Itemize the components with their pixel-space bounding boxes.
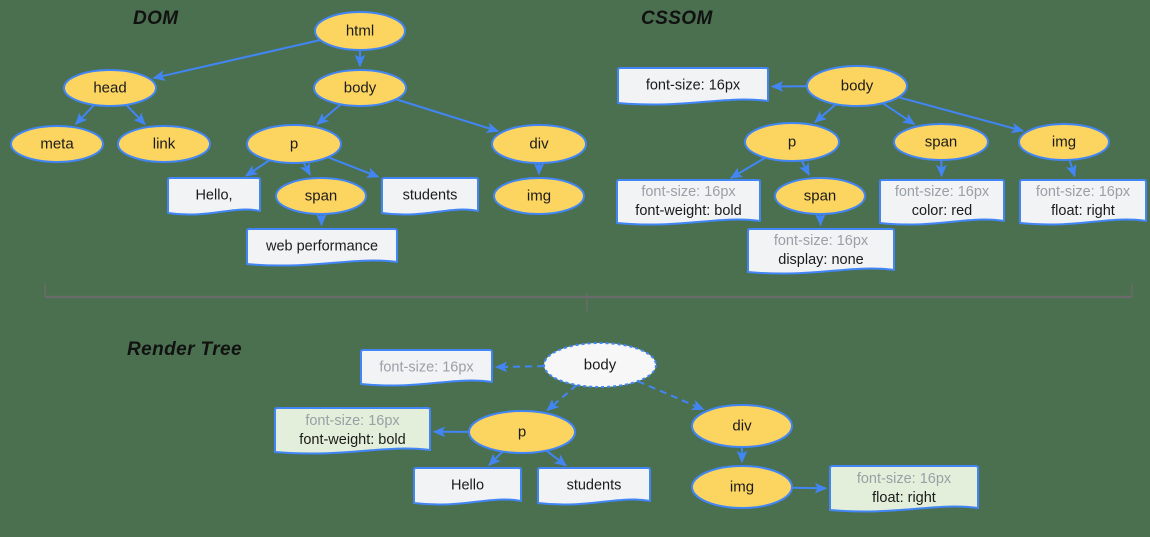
box-p-style[interactable] [616,179,761,226]
node-body[interactable] [543,342,657,388]
box-webperf[interactable] [246,228,398,267]
box-span1-style[interactable] [879,179,1005,226]
box-hello[interactable] [413,467,522,506]
node-p[interactable] [468,410,576,454]
box-hello[interactable] [167,177,261,216]
edge-html-to-head [152,39,321,81]
section-title-render-tree: Render Tree [127,339,242,360]
node-span[interactable] [774,177,866,215]
node-p[interactable] [246,124,342,164]
edge-p-to-students [545,449,567,467]
box-students[interactable] [537,467,651,506]
edge-body-to-span1 [882,102,916,126]
edge-body-to-p [546,384,578,412]
node-head[interactable] [63,69,157,107]
node-body[interactable] [313,69,407,107]
edge-p-to-span2 [799,160,810,176]
edge-p-to-students [327,156,380,178]
box-body-style[interactable] [617,67,769,106]
edge-body-to-p [814,103,837,123]
section-title-cssom: CSSOM [641,8,713,29]
node-div[interactable] [491,124,587,164]
edge-img-to-img-style [1066,159,1077,178]
node-body[interactable] [806,65,908,107]
edge-p-to-hello [245,159,271,177]
node-meta[interactable] [10,125,104,163]
box-img-style[interactable] [1019,179,1147,226]
edge-p-to-hello [488,450,504,467]
edge-body-to-div [395,98,500,133]
node-html[interactable] [314,11,406,51]
node-p[interactable] [744,122,840,162]
node-span[interactable] [275,177,367,215]
node-div[interactable] [691,404,793,448]
node-img[interactable] [493,177,585,215]
box-body-style[interactable] [360,349,493,387]
edge-p-to-p-style [729,156,766,179]
node-img[interactable] [691,465,793,509]
edge-body-to-body-style [494,361,545,373]
box-span2-style[interactable] [747,228,895,275]
edge-head-to-link [125,104,146,126]
edge-head-to-meta [74,104,95,126]
edge-body-to-img [898,96,1025,134]
edge-body-to-div [637,380,705,411]
edge-img-to-img-style [791,482,828,494]
section-title-dom: DOM [133,8,179,29]
box-img-style[interactable] [829,465,979,513]
edge-body-to-p [316,103,342,126]
node-span[interactable] [893,123,989,161]
edge-p-to-span [300,162,311,176]
box-students[interactable] [381,177,479,216]
node-img[interactable] [1018,123,1110,161]
box-p-style[interactable] [274,407,431,455]
node-link[interactable] [117,125,211,163]
